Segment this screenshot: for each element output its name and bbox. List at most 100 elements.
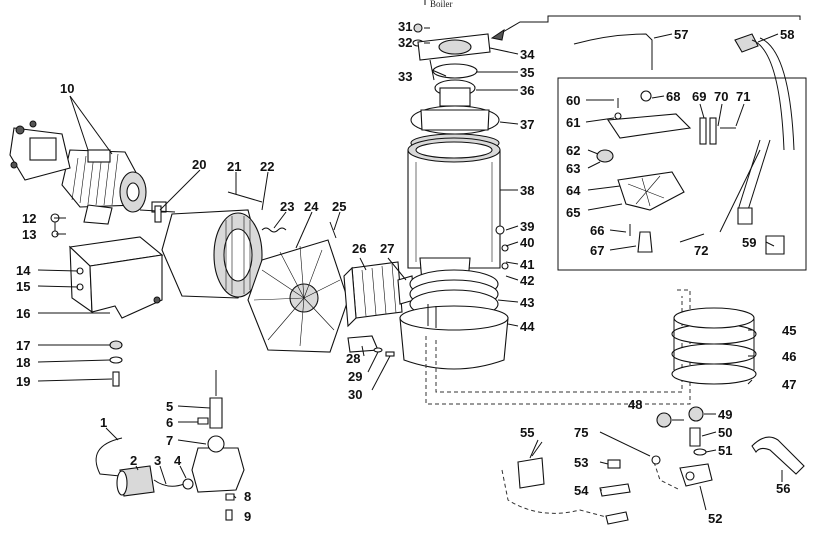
callout-65: 65 [566,205,581,220]
callout-3: 3 [154,453,162,468]
callout-75: 75 [574,425,589,440]
callout-48: 48 [628,397,643,412]
callout-49: 49 [718,407,733,422]
callout-6: 6 [166,415,174,430]
damper-box [343,261,415,328]
sealing-rings [671,307,757,385]
callout-41: 41 [520,257,535,272]
callout-46: 46 [782,349,797,364]
callout-19: 19 [16,374,31,389]
sensor-55 [517,457,545,489]
callout-72: 72 [694,243,709,258]
callout-43: 43 [520,295,535,310]
callout-61: 61 [566,115,581,130]
callout-63: 63 [566,161,581,176]
callout-71: 71 [736,89,751,104]
callout-55: 55 [520,425,535,440]
callout-68: 68 [666,89,681,104]
callout-51: 51 [718,443,733,458]
callout-47: 47 [782,377,797,392]
screw-30 [385,351,395,357]
callout-62: 62 [566,143,581,158]
callout-16: 16 [16,306,31,321]
connector-54 [599,483,631,497]
callout-26: 26 [352,241,367,256]
key-20 [154,205,162,223]
valve-52 [679,463,713,487]
callout-29: 29 [348,369,363,384]
callout-22: 22 [260,159,275,174]
fan-housing [161,209,263,299]
air-intake-cover [247,239,349,353]
callout-70: 70 [714,89,729,104]
callout-18: 18 [16,355,31,370]
callout-23: 23 [280,199,295,214]
callout-4: 4 [174,453,182,468]
callout-45: 45 [782,323,797,338]
callout-53: 53 [574,455,589,470]
callout-64: 64 [566,183,581,198]
callout-54: 54 [574,483,589,498]
callout-56: 56 [776,481,791,496]
callout-2: 2 [130,453,138,468]
screw-19 [112,371,120,387]
filter-75 [651,455,661,465]
callout-9: 9 [244,509,252,524]
callout-69: 69 [692,89,707,104]
callout-42: 42 [520,273,535,288]
washer-18 [109,356,123,364]
screw-25 [329,221,337,239]
callout-20: 20 [192,157,207,172]
mounting-bracket [68,236,164,319]
callout-8: 8 [244,489,252,504]
hose-56 [751,436,805,475]
callout-28: 28 [346,351,361,366]
fuel-pump-group [95,370,245,521]
callout-58: 58 [780,27,795,42]
motor-pump-assembly [9,120,176,225]
callout-15: 15 [16,279,31,294]
callout-10: 10 [60,81,75,96]
seal-51 [693,448,707,456]
callout-1: 1 [100,415,108,430]
callout-67: 67 [590,243,605,258]
callout-34: 34 [520,47,535,62]
callout-33: 33 [398,69,413,84]
plug-53 [607,459,621,469]
nut-17 [109,340,123,350]
washer-29 [373,347,383,353]
callout-57: 57 [674,27,689,42]
callout-25: 25 [332,199,347,214]
callout-13: 13 [22,227,37,242]
nut-49 [688,406,704,422]
callout-24: 24 [304,199,319,214]
nipple-50 [689,427,701,447]
callout-44: 44 [520,319,535,334]
spring-23 [261,227,287,233]
nut-48 [656,412,672,428]
callout-5: 5 [166,399,174,414]
electrode-kit-box [557,33,807,271]
callout-52: 52 [708,511,723,526]
callout-32: 32 [398,35,413,50]
callout-60: 60 [566,93,581,108]
callout-36: 36 [520,83,535,98]
callout-66: 66 [590,223,605,238]
callout-59: 59 [742,235,757,250]
callout-38: 38 [520,183,535,198]
callout-37: 37 [520,117,535,132]
callout-7: 7 [166,433,174,448]
callout-30: 30 [348,387,363,402]
callout-35: 35 [520,65,535,80]
callout-40: 40 [520,235,535,250]
callout-50: 50 [718,425,733,440]
diagram-caption: Boiler [430,0,453,9]
leader-lines [37,27,783,511]
callout-21: 21 [227,159,242,174]
callout-14: 14 [16,263,31,278]
callout-27: 27 [380,241,395,256]
callout-39: 39 [520,219,535,234]
burner-tube-column [399,23,509,370]
